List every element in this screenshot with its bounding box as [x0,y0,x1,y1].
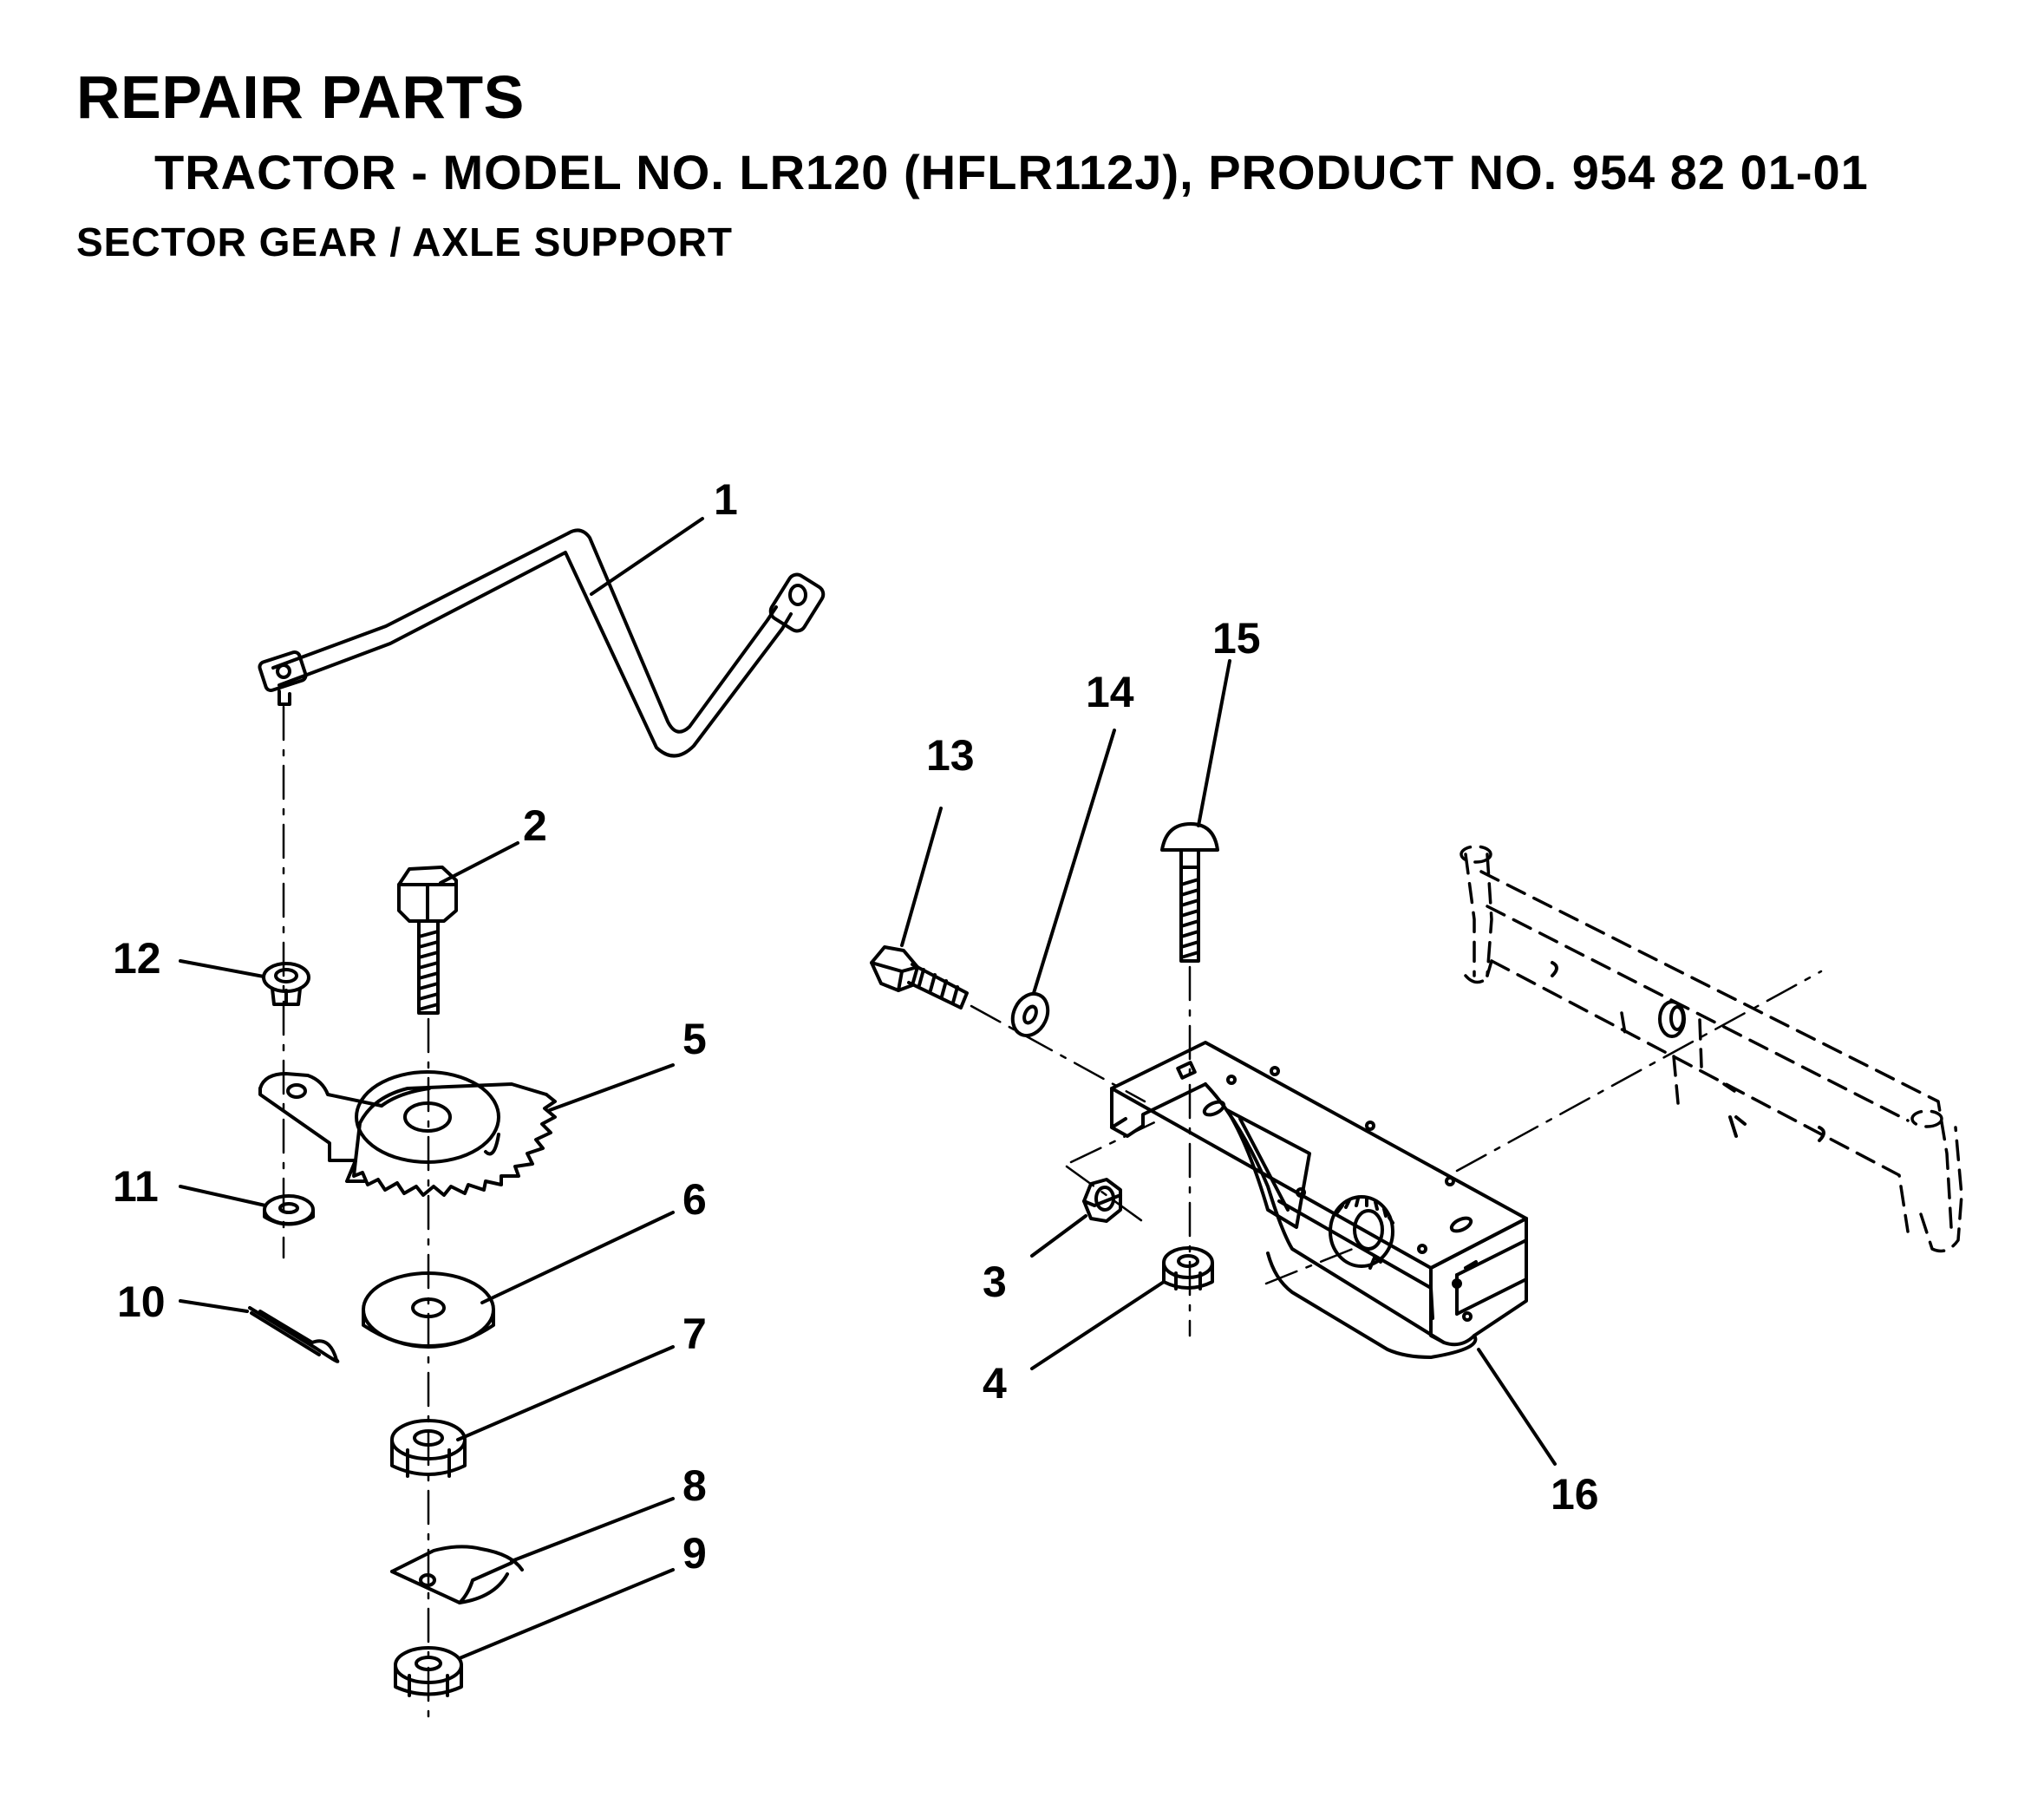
callout-16: 16 [1551,1470,1599,1519]
hex-bolt-part-2 [397,866,458,1015]
nut-part-9 [394,1646,463,1697]
callout-9: 9 [682,1529,707,1578]
phantom-front-axle [1460,845,1963,1253]
leader-lines [179,517,1557,1660]
callout-3: 3 [983,1258,1007,1306]
spacer-washer-part-6 [362,1271,495,1349]
nut-part-4 [1162,1246,1214,1291]
section-title: SECTOR GEAR / AXLE SUPPORT [76,219,733,265]
hex-nut-part-7 [390,1419,467,1478]
clip-part-8 [390,1545,524,1604]
callout-12: 12 [113,934,161,983]
carriage-bolt-part-15 [1160,822,1219,963]
callout-6: 6 [682,1175,707,1224]
callout-10: 10 [117,1277,166,1326]
callout-1: 1 [714,475,738,524]
callout-7: 7 [682,1310,707,1358]
axle-support-bracket-part-16 [1110,1041,1528,1359]
callout-2: 2 [523,801,547,850]
sector-gear-part-5 [258,1070,557,1197]
page-title: REPAIR PARTS [76,63,525,131]
flange-nut-part-12 [262,962,310,1006]
cotter-pin-part-10 [248,1306,340,1363]
washer-part-14 [1010,991,1050,1038]
callout-11: 11 [113,1162,159,1211]
model-subtitle: TRACTOR - MODEL NO. LR120 (HFLR112J), PR… [154,145,1869,199]
hex-bolt-part-13 [870,945,969,1010]
washer-part-11 [263,1194,315,1226]
axle-pivot-hole [1551,961,1825,1142]
callout-4: 4 [983,1359,1007,1408]
callout-15: 15 [1212,614,1261,663]
callout-5: 5 [682,1015,707,1063]
callout-13: 13 [926,731,975,780]
hex-nut-part-3 [1082,1178,1122,1223]
drag-link-rod [258,528,826,758]
callout-8: 8 [682,1461,707,1510]
callout-14: 14 [1086,668,1134,716]
